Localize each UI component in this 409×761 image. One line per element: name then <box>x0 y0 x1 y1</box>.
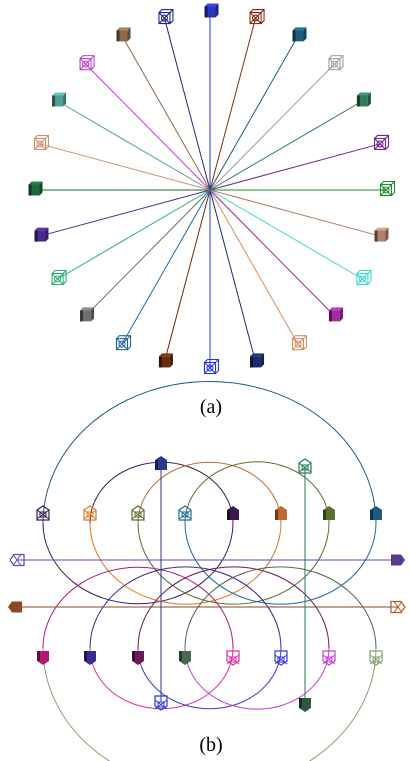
node-a-4 <box>356 92 371 107</box>
arc-top-2 <box>137 522 330 605</box>
node-b-horizontal-upper-right <box>391 554 405 566</box>
arc-top-0 <box>42 522 234 605</box>
node-a-11 <box>250 353 265 368</box>
arc-top-1 <box>89 522 282 605</box>
edge-a-11 <box>209 189 257 363</box>
node-b-bottom-0 <box>37 651 49 665</box>
edge-a-1 <box>209 17 257 191</box>
edge-a-3 <box>209 63 335 191</box>
node-b-bottom-7 <box>369 650 383 666</box>
node-b-horizontal-upper-left <box>9 553 25 567</box>
node-a-5 <box>373 134 390 150</box>
node-a-22 <box>116 27 131 42</box>
edge-a-15 <box>85 189 211 317</box>
arc-top-5 <box>137 461 282 524</box>
node-b-horizontal-lower-left <box>8 601 22 613</box>
edge-a-19 <box>39 143 211 191</box>
node-b-horizontal-lower-right <box>390 600 406 614</box>
edge-a-8 <box>209 189 363 280</box>
node-a-14 <box>115 335 132 351</box>
node-a-0 <box>204 3 219 18</box>
node-a-8 <box>356 269 372 286</box>
edge-a-10 <box>209 189 299 345</box>
node-b-vertical-right-bottom <box>299 698 311 712</box>
edge-a-17 <box>39 189 211 237</box>
arc-bottom-3 <box>184 566 377 649</box>
edge-a-13 <box>163 189 211 363</box>
panel-b-orthogonal-layout <box>8 381 406 761</box>
node-b-bottom-4 <box>226 650 240 666</box>
node-b-vertical-left-bottom <box>154 695 168 711</box>
node-a-23 <box>158 9 174 25</box>
caption-a: (a) <box>199 396 223 418</box>
edge-a-5 <box>209 143 381 191</box>
node-b-bottom-2 <box>132 651 144 665</box>
node-a-6 <box>379 180 396 197</box>
arc-top-7 <box>42 381 377 524</box>
edge-a-7 <box>209 189 381 237</box>
arc-bottom-6 <box>184 647 330 710</box>
node-b-bottom-5 <box>274 650 288 666</box>
node-b-top-6 <box>323 506 335 520</box>
edge-a-23 <box>163 17 211 191</box>
node-b-bottom-6 <box>322 650 336 666</box>
node-a-18 <box>28 181 43 196</box>
node-b-bottom-1 <box>84 651 96 665</box>
edge-a-22 <box>121 35 211 191</box>
arc-bottom-2 <box>137 566 330 649</box>
node-a-16 <box>51 269 67 286</box>
node-b-vertical-left-top <box>155 456 167 470</box>
node-b-top-2 <box>131 505 145 521</box>
node-a-7 <box>374 227 389 242</box>
arc-bottom-7 <box>42 647 377 761</box>
node-b-top-7 <box>370 506 382 520</box>
arc-bottom-5 <box>137 647 282 710</box>
arc-top-6 <box>184 461 330 524</box>
node-b-top-3 <box>178 505 192 521</box>
node-b-top-4 <box>227 506 239 520</box>
node-a-12 <box>203 358 220 375</box>
edge-a-9 <box>209 189 335 317</box>
arc-bottom-1 <box>89 566 282 649</box>
node-a-3 <box>328 55 344 71</box>
edge-a-20 <box>57 100 211 191</box>
node-b-bottom-3 <box>179 651 191 665</box>
edge-a-14 <box>121 189 211 345</box>
arc-top-3 <box>184 522 377 605</box>
node-a-2 <box>292 27 307 42</box>
arc-bottom-4 <box>89 647 234 710</box>
edge-a-21 <box>85 63 211 191</box>
edge-a-2 <box>209 35 299 191</box>
node-a-13 <box>158 353 173 368</box>
edge-a-4 <box>209 100 363 191</box>
node-b-top-1 <box>83 505 97 521</box>
node-b-top-5 <box>275 506 287 520</box>
node-b-vertical-right-top <box>298 458 312 474</box>
arc-bottom-0 <box>42 566 234 649</box>
node-a-1 <box>249 9 265 25</box>
panel-a-radial-layout <box>28 3 396 375</box>
node-a-19 <box>33 134 50 150</box>
node-a-10 <box>291 335 308 351</box>
caption-b: (b) <box>199 734 223 756</box>
node-a-17 <box>34 227 49 242</box>
node-a-20 <box>52 92 67 107</box>
node-a-21 <box>79 55 95 71</box>
node-a-9 <box>328 307 343 322</box>
edge-a-16 <box>57 189 211 280</box>
node-b-top-0 <box>36 505 50 521</box>
node-a-15 <box>80 307 95 322</box>
